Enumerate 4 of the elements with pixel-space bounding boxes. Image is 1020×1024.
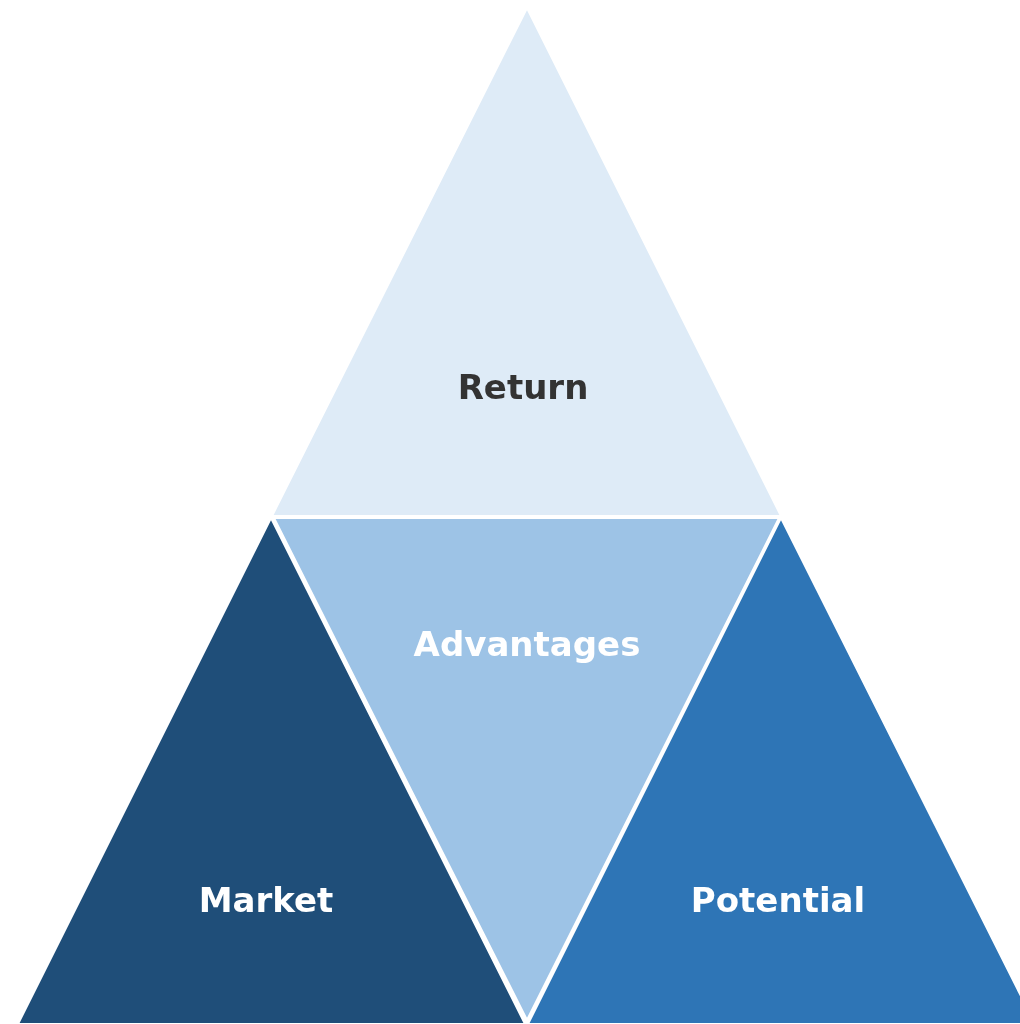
segment-label: Market xyxy=(198,880,334,920)
segment-label: Potential xyxy=(690,880,866,920)
segment-label: Return xyxy=(457,367,589,407)
segment-label: Advantages xyxy=(413,624,641,664)
